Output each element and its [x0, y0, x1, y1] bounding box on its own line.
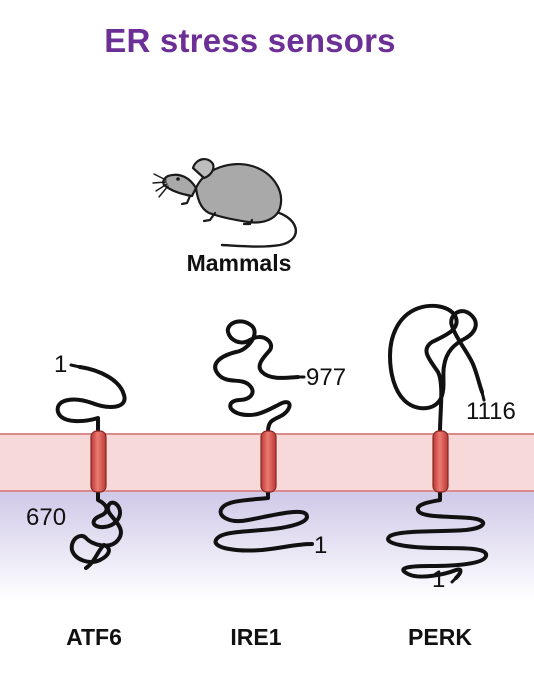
- protein-label-atf6: ATF6: [66, 624, 122, 650]
- ire1-cytosolic-chain: [213, 319, 300, 434]
- ire1-n-terminus-number: 1: [314, 532, 328, 559]
- perk-protein: [386, 303, 488, 580]
- mouse-icon: [152, 158, 297, 248]
- atf6-cytosolic-chain: [55, 365, 127, 434]
- diagram-title: ER stress sensors: [104, 22, 396, 59]
- perk-cytosolic-chain: [388, 303, 484, 434]
- ire1-luminal-chain: [213, 490, 314, 553]
- atf6-n-terminus-number: 1: [54, 351, 68, 378]
- ire1-transmembrane-domain: [260, 430, 277, 493]
- ire1-protein: [213, 319, 314, 553]
- atf6-luminal-chain: [69, 490, 123, 570]
- protein-label-ire1: IRE1: [230, 624, 282, 650]
- protein-label-perk: PERK: [408, 624, 472, 650]
- organism-label: Mammals: [186, 250, 292, 276]
- atf6-c-terminus-number: 670: [26, 504, 67, 531]
- perk-luminal-chain: [386, 490, 488, 580]
- ire1-c-terminus-number: 977: [306, 364, 347, 391]
- er-lumen: [0, 491, 534, 601]
- perk-n-terminus-number: 1: [432, 566, 446, 593]
- residue-leader-lines: [69, 363, 486, 584]
- atf6-transmembrane-domain: [90, 430, 107, 493]
- perk-transmembrane-domain: [432, 430, 449, 493]
- perk-c-terminus-number: 1116: [466, 398, 516, 425]
- atf6-protein: [55, 365, 127, 570]
